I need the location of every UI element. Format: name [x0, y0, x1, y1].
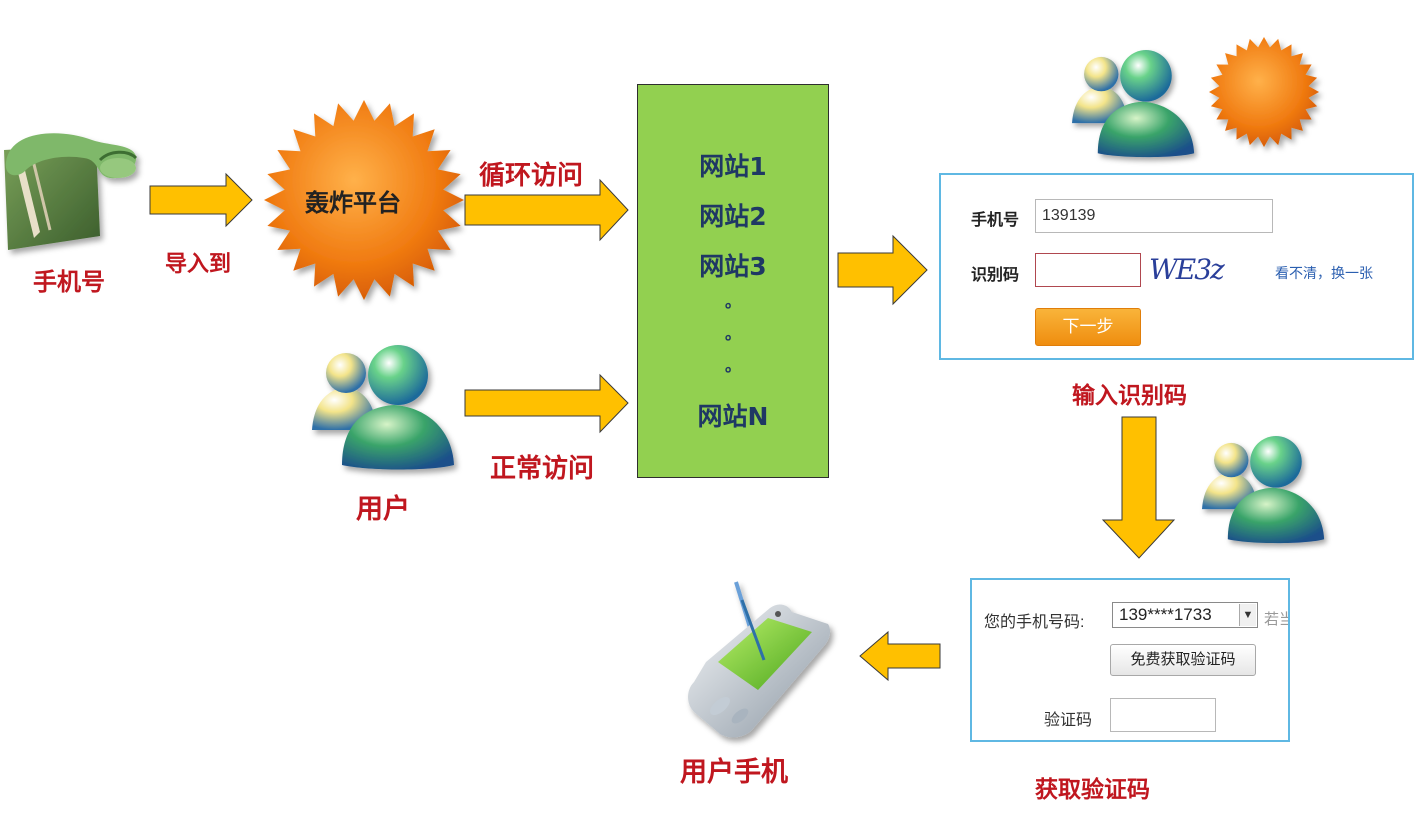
verification-code-input[interactable]	[1110, 698, 1216, 732]
captcha-image[interactable]: WE3z	[1149, 253, 1225, 286]
user-group-icon-right	[1202, 436, 1325, 544]
captcha-form: 手机号 139139 识别码 WE3z 看不清，换一张 下一步	[939, 173, 1414, 360]
arrow-down-get-code	[1101, 416, 1176, 559]
phone-field-label: 手机号	[971, 212, 1020, 229]
trailing-text: 若当	[1264, 611, 1288, 628]
get-free-code-button[interactable]: 免费获取验证码	[1110, 644, 1256, 676]
captcha-input[interactable]	[1035, 253, 1141, 287]
enter-captcha-label: 输入识别码	[1072, 382, 1187, 409]
ellipsis-dot: 。	[724, 356, 741, 375]
user-group-icon	[312, 345, 454, 470]
user-label: 用户	[356, 494, 410, 525]
user-phone-label: 用户手机	[680, 757, 788, 788]
normal-visit-label: 正常访问	[490, 454, 595, 484]
mobile-number-label: 您的手机号码:	[984, 614, 1085, 631]
arrow-to-user-phone	[859, 630, 941, 682]
arrow-normal-visit	[464, 373, 629, 434]
arrow-import	[149, 172, 253, 228]
arrow-to-captcha	[837, 234, 928, 306]
site-item: 网站1	[699, 152, 767, 181]
captcha-field-label: 识别码	[971, 267, 1020, 284]
mobile-number-value: 139****1733	[1119, 605, 1212, 624]
refresh-captcha-link[interactable]: 看不清，换一张	[1275, 265, 1373, 281]
phone-folder-icon	[4, 133, 138, 250]
ellipsis-dot: 。	[724, 292, 741, 311]
bomb-platform-label: 轰炸平台	[305, 188, 401, 217]
mobile-number-select[interactable]: 139****1733 ▼	[1112, 602, 1258, 628]
mobile-phone-icon	[688, 581, 831, 738]
site-item: 网站2	[699, 202, 767, 231]
small-starburst-icon	[1209, 37, 1319, 147]
site-item: 网站3	[699, 252, 767, 281]
website-list-box: 网站1 网站2 网站3 。 。 。 网站N	[637, 84, 829, 478]
phone-number-input[interactable]: 139139	[1035, 199, 1273, 233]
site-item: 网站N	[697, 402, 769, 431]
user-group-icon-top	[1072, 50, 1195, 158]
loop-visit-label: 循环访问	[479, 161, 584, 191]
ellipsis-dot: 。	[724, 324, 741, 343]
import-to-label: 导入到	[165, 251, 232, 277]
bomb-platform-starburst	[264, 100, 464, 300]
sms-code-form: 您的手机号码: 139****1733 ▼ 若当 免费获取验证码 验证码	[970, 578, 1290, 742]
chevron-down-icon[interactable]: ▼	[1239, 604, 1256, 626]
arrow-loop-visit	[464, 178, 629, 242]
get-code-label: 获取验证码	[1035, 776, 1150, 803]
next-step-button[interactable]: 下一步	[1035, 308, 1141, 346]
phone-number-label: 手机号	[33, 267, 105, 296]
verification-code-label: 验证码	[1044, 712, 1093, 729]
